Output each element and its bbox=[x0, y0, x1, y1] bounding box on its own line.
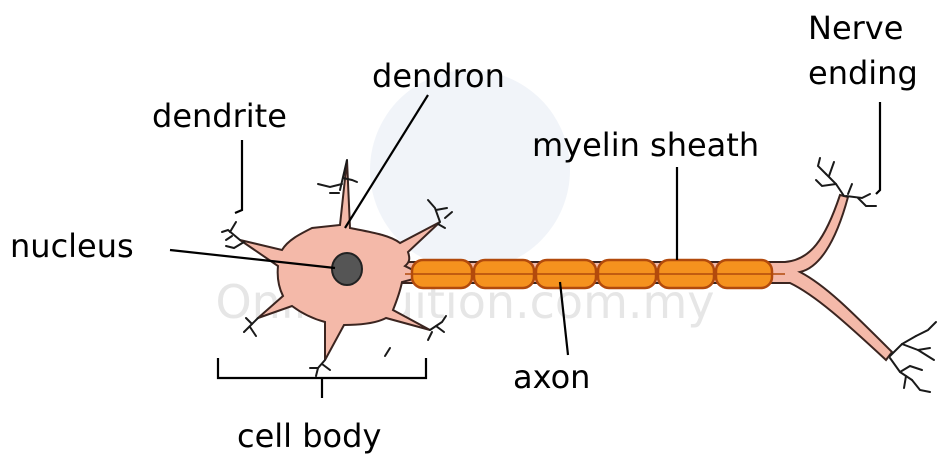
nerve-ending-bottom bbox=[890, 322, 936, 392]
label-nucleus: nucleus bbox=[10, 227, 134, 265]
nucleus bbox=[332, 253, 362, 285]
label-myelin-sheath: myelin sheath bbox=[532, 126, 759, 164]
label-dendron: dendron bbox=[372, 57, 505, 95]
dendrite-leader bbox=[235, 140, 242, 213]
nerve-ending-leader bbox=[876, 102, 880, 194]
label-nerve-ending-line1: Nerve bbox=[808, 9, 903, 47]
label-axon: axon bbox=[513, 358, 590, 396]
label-dendrite: dendrite bbox=[152, 97, 287, 135]
label-nerve-ending-line2: ending bbox=[808, 54, 918, 92]
label-cell-body: cell body bbox=[237, 417, 381, 455]
